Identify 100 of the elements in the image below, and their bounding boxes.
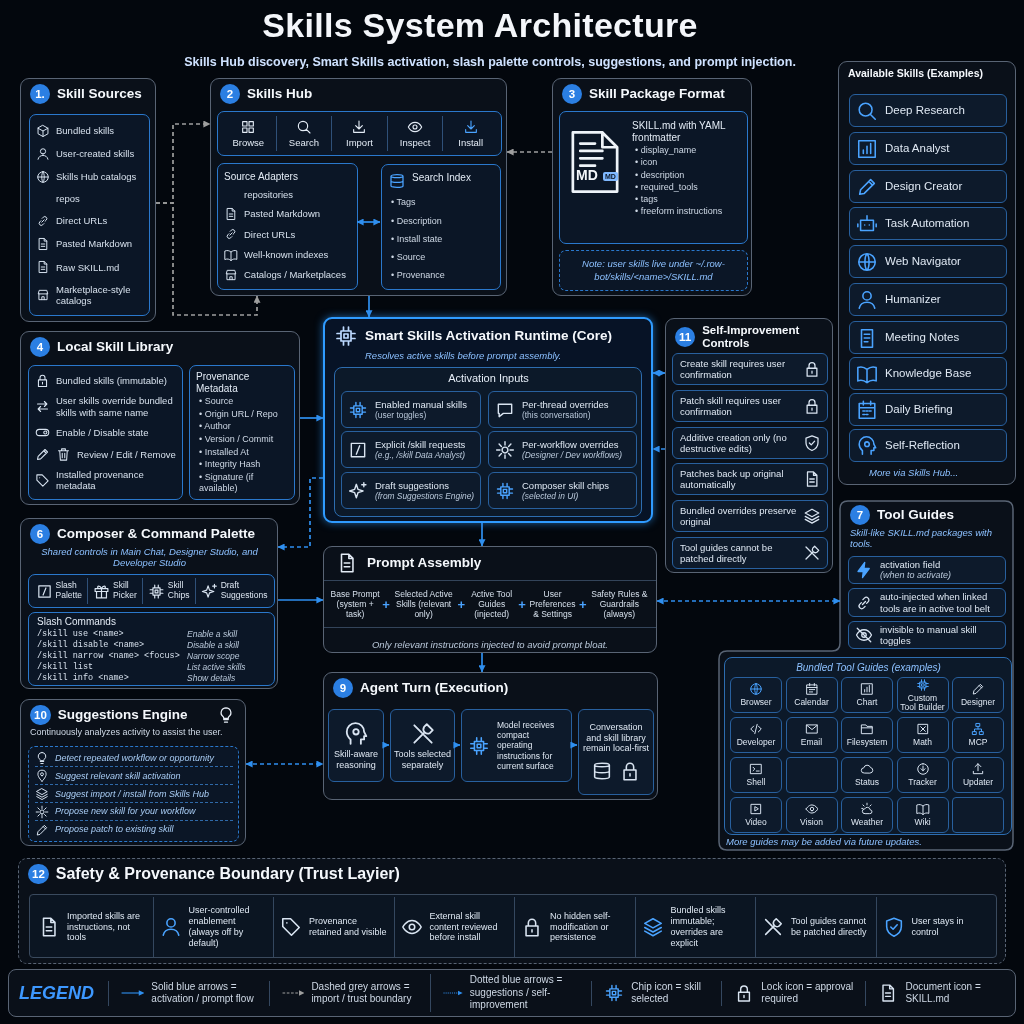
number-badge: 2 bbox=[220, 84, 240, 104]
list-item: repos bbox=[56, 193, 80, 205]
feature-card bbox=[848, 588, 1006, 617]
tile-label: Calendar bbox=[794, 698, 829, 708]
control-card bbox=[672, 390, 828, 422]
tile-label: Email bbox=[800, 738, 823, 748]
command-description: Enable a skill bbox=[187, 629, 238, 640]
heading: Slash Commands bbox=[37, 616, 116, 628]
tool-tile bbox=[730, 757, 782, 793]
tool-tile bbox=[896, 717, 949, 753]
command-description: Narrow scope bbox=[187, 651, 240, 662]
feature-card bbox=[848, 621, 1006, 649]
card-label: Deep Research bbox=[885, 103, 965, 118]
control-card bbox=[672, 427, 828, 459]
control-bar bbox=[28, 574, 275, 608]
card-label: Create skill requires user confirmation bbox=[680, 357, 787, 381]
step-card bbox=[390, 709, 455, 782]
card-label: Explicit /skill requests bbox=[375, 438, 466, 451]
bullet-item: • tags bbox=[634, 194, 658, 206]
list-item: Marketplace-style catalogs bbox=[56, 283, 132, 307]
format-panel bbox=[559, 111, 748, 244]
card-label: Tool guides cannot be patched directly bbox=[680, 541, 774, 565]
card-label: auto-injected when linked tools are in active tool belt bbox=[880, 591, 991, 614]
toolbar-label: Install bbox=[458, 137, 484, 149]
bullet-item: • Origin URL / Repo bbox=[198, 408, 278, 420]
subtitle: Shared controls in Main Chat, Designer Studio, and Developer Studio bbox=[40, 546, 259, 569]
card-label: Enabled manual skills bbox=[375, 398, 467, 411]
note-text: Note: user skills live under ~/.row-bot/skills/<name>/SKILL.md bbox=[581, 258, 726, 283]
tool-tile bbox=[730, 717, 782, 753]
section-title: Skills Hub bbox=[247, 86, 313, 102]
plus-sign: + bbox=[579, 597, 587, 611]
tile-label: Tracker bbox=[908, 778, 937, 788]
command-description: List active skills bbox=[187, 662, 246, 673]
card-label: Design Creator bbox=[885, 179, 963, 194]
card-label: Model receives compact operating instructions for current surface bbox=[497, 720, 556, 771]
card-label: Daily Briefing bbox=[885, 402, 953, 417]
subtitle: Resolves active skills before prompt assembly. bbox=[365, 350, 562, 362]
card-label: activation field bbox=[880, 558, 941, 571]
list-item: Skills Hub catalogs bbox=[56, 171, 137, 183]
arrow bbox=[570, 741, 578, 749]
tool-tile bbox=[896, 677, 949, 713]
tile-label: MCP bbox=[968, 738, 988, 748]
bullet-item: • Provenance bbox=[390, 270, 445, 282]
control-label: Slash Palette bbox=[55, 581, 82, 601]
card-label: Per-thread overrides bbox=[522, 398, 609, 411]
card-label: Knowledge Base bbox=[885, 366, 972, 381]
plus-sign: + bbox=[518, 597, 526, 611]
tile-label: Filesystem bbox=[846, 738, 888, 748]
card-label: Patch skill requires user confirmation bbox=[680, 394, 782, 418]
card-detail: (Designer / Dev workflows) bbox=[522, 450, 623, 461]
tool-tile bbox=[841, 797, 893, 833]
tool-tile bbox=[952, 797, 1004, 833]
section-panel bbox=[20, 699, 246, 846]
legend-text: Chip icon = skill selected bbox=[631, 980, 702, 1006]
section-title: Skill Package Format bbox=[589, 86, 725, 102]
list-item: Installed provenance metadata bbox=[56, 468, 145, 492]
card-label: Composer skill chips bbox=[522, 479, 610, 492]
tile-label: Developer bbox=[736, 738, 776, 748]
section-title: Smart Skills Activation Runtime (Core) bbox=[365, 328, 613, 344]
step-card bbox=[328, 709, 384, 782]
card-label: Self-Reflection bbox=[885, 438, 960, 453]
list-item: Direct URLs bbox=[56, 215, 108, 227]
section-title: Safety & Provenance Boundary (Trust Layier) bbox=[55, 864, 400, 884]
list-item: Pasted Markdown bbox=[244, 208, 321, 220]
input-card bbox=[488, 391, 637, 428]
control-card bbox=[672, 463, 828, 495]
skill-card bbox=[849, 429, 1007, 462]
control-label: Skill Picker bbox=[113, 581, 137, 601]
card-label: Data Analyst bbox=[885, 141, 950, 156]
prompt-part: Active Tool Guides (injected) bbox=[470, 588, 514, 620]
legend-heading: LEGEND bbox=[19, 984, 94, 1002]
arrow bbox=[382, 741, 390, 749]
card-detail: (selected in UI) bbox=[522, 491, 579, 502]
tool-tile bbox=[785, 717, 838, 753]
arrow bbox=[277, 596, 324, 604]
card-label: invisible to manual skill toggles bbox=[880, 623, 978, 647]
tool-tile bbox=[896, 757, 949, 793]
tile-label: Vision bbox=[800, 818, 823, 828]
toolbar-label: Inspect bbox=[399, 137, 431, 149]
diagram-subtitle: Skills Hub discovery, Smart Skills activation, slash palette controls, suggestions, and prompt injection. bbox=[184, 55, 796, 70]
skill-card bbox=[849, 321, 1007, 354]
bullet-item: • Tags bbox=[390, 197, 416, 209]
list-item: Bundled skills bbox=[56, 124, 115, 137]
list-item: Bundled skills (immutable) bbox=[56, 375, 167, 387]
list-item: Review / Edit / Remove bbox=[77, 448, 176, 461]
list-panel bbox=[381, 164, 501, 290]
arrow bbox=[299, 414, 324, 422]
tool-tile bbox=[896, 797, 949, 833]
section-title: Self-Improvement Controls bbox=[702, 324, 801, 351]
tile-label: Browser bbox=[740, 698, 772, 708]
list-panel bbox=[29, 114, 150, 316]
legend-text: Dashed grey arrows = import / trust boundary bbox=[311, 980, 413, 1006]
band-panel bbox=[29, 894, 997, 958]
card-label: Provenance retained and visible bbox=[309, 916, 388, 938]
list-item: Suggest relevant skill activation bbox=[55, 770, 181, 782]
list-item: Pasted Markdown bbox=[56, 238, 133, 250]
toolbar bbox=[217, 111, 502, 156]
tile-label: Shell bbox=[746, 778, 766, 788]
heading: Provenance Metadata bbox=[196, 370, 251, 395]
section-panel bbox=[20, 331, 300, 505]
